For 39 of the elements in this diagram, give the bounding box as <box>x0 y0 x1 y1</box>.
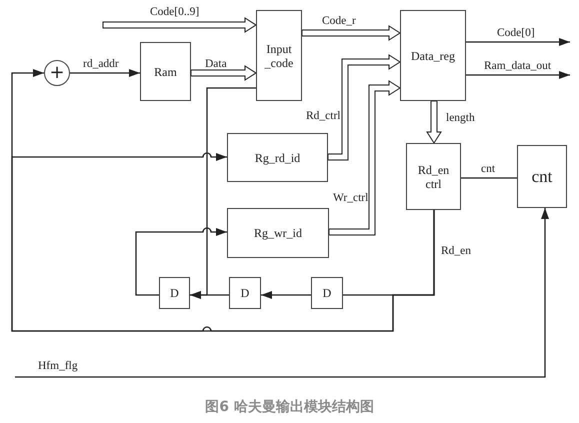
adder-circle: + <box>44 60 70 86</box>
block-box: Rg_wr_id <box>227 208 329 258</box>
block-box: Rd_en ctrl <box>406 143 461 210</box>
edge-label: Data <box>205 58 227 71</box>
arrow <box>261 291 311 299</box>
bus-arrow <box>328 80 401 236</box>
edge-label: Hfm_flg <box>38 360 78 373</box>
bus-arrow <box>102 17 257 33</box>
edge-label: Rd_en <box>441 245 472 258</box>
edge-label: length <box>446 112 475 125</box>
block-box: Data_reg <box>400 10 466 101</box>
arrow <box>466 71 570 79</box>
arrow <box>15 208 549 378</box>
edge-label: Code_r <box>322 15 356 28</box>
bus-arrow <box>302 25 401 41</box>
delay-box: D <box>229 277 261 309</box>
caption: 图6 哈夫曼输出模块结构图 <box>204 398 375 416</box>
edge-label: Wr_ctrl <box>333 192 368 205</box>
block-box: cnt <box>517 145 567 208</box>
edge-label: Ram_data_out <box>484 60 552 73</box>
edge-label: Code[0] <box>497 27 535 40</box>
arrow <box>70 69 140 77</box>
delay-box: D <box>159 277 190 309</box>
edge-label: Rd_ctrl <box>306 110 340 123</box>
arrow <box>135 227 227 296</box>
edge-label: Code[0..9] <box>150 6 200 19</box>
arrow <box>11 153 435 332</box>
delay-box: D <box>311 277 343 309</box>
edge-label: rd_addr <box>83 58 119 71</box>
block-box: Rg_rd_id <box>227 133 328 182</box>
arrow <box>190 87 256 299</box>
edge-label: cnt <box>481 163 496 176</box>
block-box: Ram <box>140 42 191 101</box>
bus-arrow <box>190 65 257 81</box>
bus-arrow <box>328 54 401 160</box>
arrow <box>466 38 570 46</box>
bus-arrow <box>426 100 442 144</box>
block-box: Input _code <box>256 10 302 101</box>
connector-line <box>461 177 517 179</box>
